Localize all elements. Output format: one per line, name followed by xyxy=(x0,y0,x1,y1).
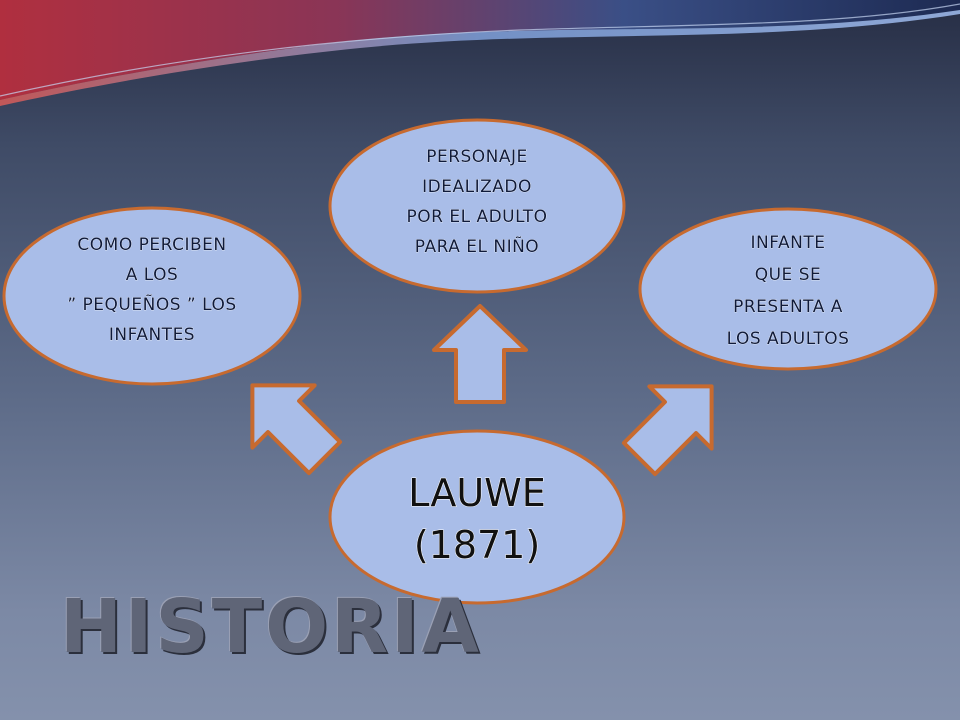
banner-wave-line xyxy=(0,3,960,97)
node-left-line-2: A LOS xyxy=(126,265,179,285)
node-right: INFANTE QUE SE PRESENTA A LOS ADULTOS xyxy=(638,207,938,371)
arrow-up-top xyxy=(432,304,528,404)
node-right-line-4: LOS ADULTOS xyxy=(727,329,850,349)
node-center: LAUWE (1871) xyxy=(328,429,626,605)
arrow-up-right xyxy=(621,384,714,477)
node-top-line-2: IDEALIZADO xyxy=(422,177,532,197)
node-left-line-1: COMO PERCIBEN xyxy=(77,235,226,255)
node-right-line-3: PRESENTA A xyxy=(733,297,843,317)
node-left-line-4: INFANTES xyxy=(109,325,195,345)
arrow-up-left xyxy=(250,383,343,476)
center-title: LAUWE xyxy=(408,471,545,515)
node-right-line-1: INFANTE xyxy=(751,233,826,253)
node-top: PERSONAJE IDEALIZADO POR EL ADULTO PARA … xyxy=(328,118,626,294)
node-left: COMO PERCIBEN A LOS ” PEQUEÑOS ” LOS INF… xyxy=(2,206,302,386)
center-year: (1871) xyxy=(414,523,540,567)
node-top-line-3: POR EL ADULTO xyxy=(406,207,547,227)
node-right-line-2: QUE SE xyxy=(755,265,822,285)
node-top-line-4: PARA EL NIÑO xyxy=(415,235,539,257)
banner-wave-light xyxy=(0,10,960,106)
node-top-line-1: PERSONAJE xyxy=(426,147,528,167)
header-banner xyxy=(0,0,960,106)
page-title: HISTORIA xyxy=(60,584,482,670)
node-left-line-3: ” PEQUEÑOS ” LOS xyxy=(67,293,236,315)
